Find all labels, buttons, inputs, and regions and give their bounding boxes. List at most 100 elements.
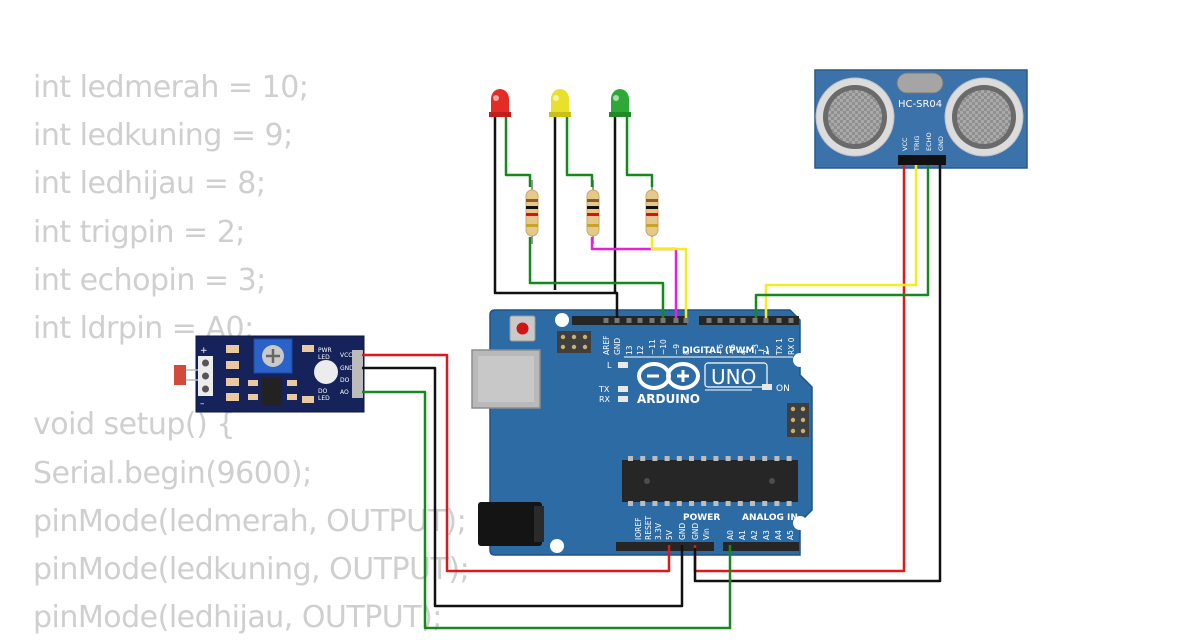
power-pin-label: 3.3V <box>654 522 663 540</box>
digital-pin-label: RX 0 <box>787 337 796 355</box>
digital-pin-socket[interactable] <box>740 318 746 323</box>
power-pin-label: GND <box>691 523 700 540</box>
analog-pin-label: A0 <box>726 530 735 540</box>
digital-pin-label: ~9 <box>672 344 681 355</box>
led-yellow[interactable] <box>549 89 571 117</box>
svg-text:LED: LED <box>318 354 330 361</box>
digital-pin-label: ~10 <box>659 339 668 355</box>
power-pin-label: Vin <box>702 528 711 540</box>
analog-header <box>723 542 799 551</box>
digital-pin-label: 8 <box>682 350 691 355</box>
wire-res1-pin10 <box>528 237 665 318</box>
code-line: Serial.begin(9600); <box>33 455 312 491</box>
wire-ldr-gnd <box>362 366 684 608</box>
resistor[interactable] <box>586 180 600 244</box>
digital-pin-socket[interactable] <box>660 318 666 323</box>
power-header <box>616 542 714 551</box>
wire-ldr-vcc <box>362 353 671 573</box>
led-red[interactable] <box>489 89 511 117</box>
ldr-pin-label: AO <box>340 389 349 396</box>
digital-pin-label: 4 <box>739 350 748 355</box>
mount-hole <box>793 516 807 530</box>
code-line: int trigpin = 2; <box>33 214 245 250</box>
code-line: int ledkuning = 9; <box>33 118 293 154</box>
us-pin-label: GND <box>937 136 945 151</box>
digital-pin-socket[interactable] <box>706 318 712 323</box>
digital-pin-socket[interactable] <box>717 318 723 323</box>
potentiometer[interactable] <box>253 338 293 374</box>
digital-pin-socket[interactable] <box>729 318 735 323</box>
code-listing: int ledmerah = 10; int ledkuning = 9; int … <box>33 66 470 644</box>
transducer-right <box>944 77 1024 157</box>
mount-hole <box>550 539 564 553</box>
wire-red-led-cathode <box>493 117 619 318</box>
ldr-pin-label: GND <box>340 365 354 372</box>
digital-pin-label: AREF <box>602 336 611 355</box>
atmega-chip <box>622 456 798 506</box>
wire-us-echo <box>754 165 930 318</box>
digital-pin-label: ~5 <box>728 344 737 355</box>
reset-button[interactable] <box>509 315 536 342</box>
wire-res2-pin9 <box>590 237 678 318</box>
resistor[interactable] <box>645 180 659 244</box>
code-line: int ldrpin = A0; <box>33 310 254 346</box>
mount-hole <box>793 353 807 367</box>
wire-green-led-anode <box>625 117 654 187</box>
arduino-infinity-logo <box>637 362 700 390</box>
ldr-sensor <box>174 365 186 385</box>
digital-pin-label: 12 <box>636 345 645 355</box>
wire-res3-pin8 <box>650 237 688 318</box>
digital-pin-socket[interactable] <box>673 318 679 323</box>
code-line: pinMode(ledhijau, OUTPUT); <box>33 600 442 636</box>
l-led <box>618 362 628 368</box>
icsp-header <box>557 331 591 353</box>
digital-pin-socket[interactable] <box>776 318 782 323</box>
digital-pin-label: ~11 <box>648 339 657 355</box>
wire-ldr-ao <box>362 390 732 630</box>
tx-led <box>618 386 628 392</box>
digital-header-right <box>699 316 799 325</box>
transducer-left <box>815 77 895 157</box>
digital-pin-socket[interactable] <box>626 318 632 323</box>
digital-pin-socket[interactable] <box>683 318 689 323</box>
rx-led <box>618 396 628 402</box>
arduino-model: UNO <box>711 365 756 389</box>
hc-sr04-label: HC-SR04 <box>898 99 942 110</box>
digital-pin-label: 7 <box>705 350 714 355</box>
svg-text:LED: LED <box>318 395 330 402</box>
usb-port <box>471 349 541 409</box>
us-pin-label: VCC <box>901 137 909 151</box>
wires <box>362 117 942 630</box>
ldr-pin-label: VCC <box>340 352 352 359</box>
digital-pin-socket[interactable] <box>752 318 758 323</box>
power-pin-label: IOREF <box>634 518 643 540</box>
power-pin-label: RESET <box>644 516 653 540</box>
code-line: int ledhijau = 8; <box>33 166 266 202</box>
digital-pin-socket[interactable] <box>603 318 609 323</box>
digital-pin-socket[interactable] <box>763 318 769 323</box>
code-line: void setup() { <box>33 407 235 443</box>
resistor[interactable] <box>525 180 539 244</box>
code-line: int echopin = 3; <box>33 262 266 298</box>
arduino-brand: ARDUINO <box>637 392 700 406</box>
digital-pin-socket[interactable] <box>649 318 655 323</box>
do-led-label: DO <box>318 388 328 395</box>
digital-pin-socket[interactable] <box>637 318 643 323</box>
digital-pin-label: 13 <box>625 345 634 355</box>
icsp-header-right <box>787 403 809 437</box>
crystal <box>896 72 944 94</box>
us-pin-label: TRIG <box>913 136 921 152</box>
digital-pin-socket[interactable] <box>614 318 620 323</box>
digital-pin-label: ~3 <box>751 344 760 355</box>
code-line: int ledmerah = 10; <box>33 70 309 105</box>
analog-pin-label: A2 <box>750 530 759 540</box>
comparator-chip <box>262 378 282 406</box>
led-green[interactable] <box>609 89 631 117</box>
digital-pin-label: GND <box>613 338 622 355</box>
digital-pin-label: 2 <box>762 350 771 355</box>
digital-pin-socket[interactable] <box>788 318 794 323</box>
ldr-minus-label: – <box>200 399 205 409</box>
